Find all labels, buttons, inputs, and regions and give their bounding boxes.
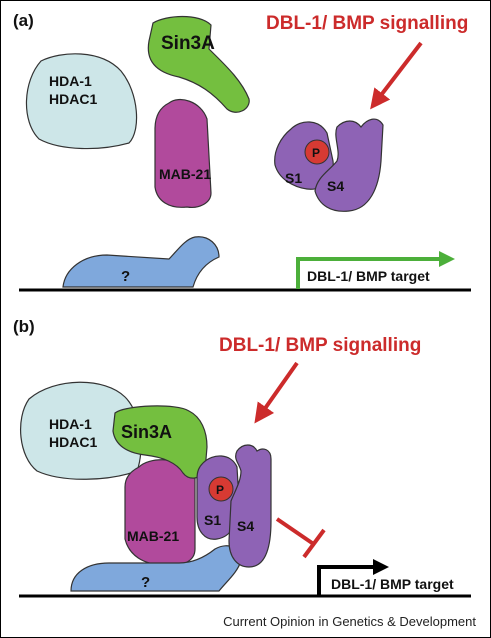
- hdac-label-b2: HDAC1: [49, 434, 97, 450]
- signal-arrow-a: [370, 41, 423, 110]
- unknown-label-b: ?: [141, 574, 150, 591]
- inactive-transcription-arrow: [317, 565, 375, 595]
- sin3a-protein-b: [112, 405, 208, 479]
- phosphate-group-a: [304, 139, 330, 165]
- sin3a-label-a: Sin3A: [161, 33, 215, 54]
- mab21-label-b: MAB-21: [127, 528, 179, 544]
- hdac-label-a1: HDA-1: [49, 73, 92, 89]
- unknown-factor-b: [70, 545, 242, 592]
- smad-s1-protein-a: [274, 121, 334, 190]
- signal-label-a: DBL-1/ BMP signalling: [266, 13, 468, 34]
- inactive-arrow-head: [373, 559, 389, 575]
- target-label-b: DBL-1/ BMP target: [331, 576, 454, 592]
- unknown-factor-a: [62, 236, 220, 288]
- sin3a-label-b: Sin3A: [121, 422, 172, 442]
- s1-label-b: S1: [204, 512, 221, 528]
- signal-arrow-b: [254, 361, 299, 424]
- s4-label-b: S4: [237, 518, 254, 534]
- inhibition-line: [275, 517, 317, 547]
- active-arrow-head: [439, 251, 455, 267]
- inhibition-bar: [302, 528, 326, 559]
- mab21-protein-b: [124, 459, 196, 566]
- signal-label-b: DBL-1/ BMP signalling: [219, 335, 421, 356]
- panel-a-label: (a): [13, 11, 34, 30]
- journal-credit: Current Opinion in Genetics & Developmen…: [223, 614, 476, 629]
- active-transcription-arrow: [296, 257, 441, 289]
- mab21-protein-a: [154, 98, 212, 208]
- s1-label-a: S1: [285, 170, 302, 186]
- phosphate-label-a: P: [312, 146, 320, 160]
- phosphate-group-b: [208, 476, 234, 502]
- mab21-label-a: MAB-21: [159, 166, 211, 182]
- panel-b: (b) DBL-1/ BMP signalling HDA-1 HDAC1 MA…: [13, 317, 471, 598]
- panel-a: (a) DBL-1/ BMP signalling HDA-1 HDAC1 Si…: [13, 11, 471, 292]
- phosphate-label-b: P: [216, 483, 224, 497]
- target-label-a: DBL-1/ BMP target: [307, 268, 430, 284]
- smad-s4-protein-a: [314, 118, 384, 212]
- hdac1-protein-a: [25, 53, 138, 150]
- unknown-label-a: ?: [121, 268, 130, 285]
- hdac-label-a2: HDAC1: [49, 91, 97, 107]
- s4-label-a: S4: [327, 178, 344, 194]
- sin3a-protein-a: [147, 15, 250, 113]
- panel-b-label: (b): [13, 317, 35, 336]
- hdac-label-b1: HDA-1: [49, 416, 92, 432]
- smad-s4-protein-b: [228, 444, 272, 568]
